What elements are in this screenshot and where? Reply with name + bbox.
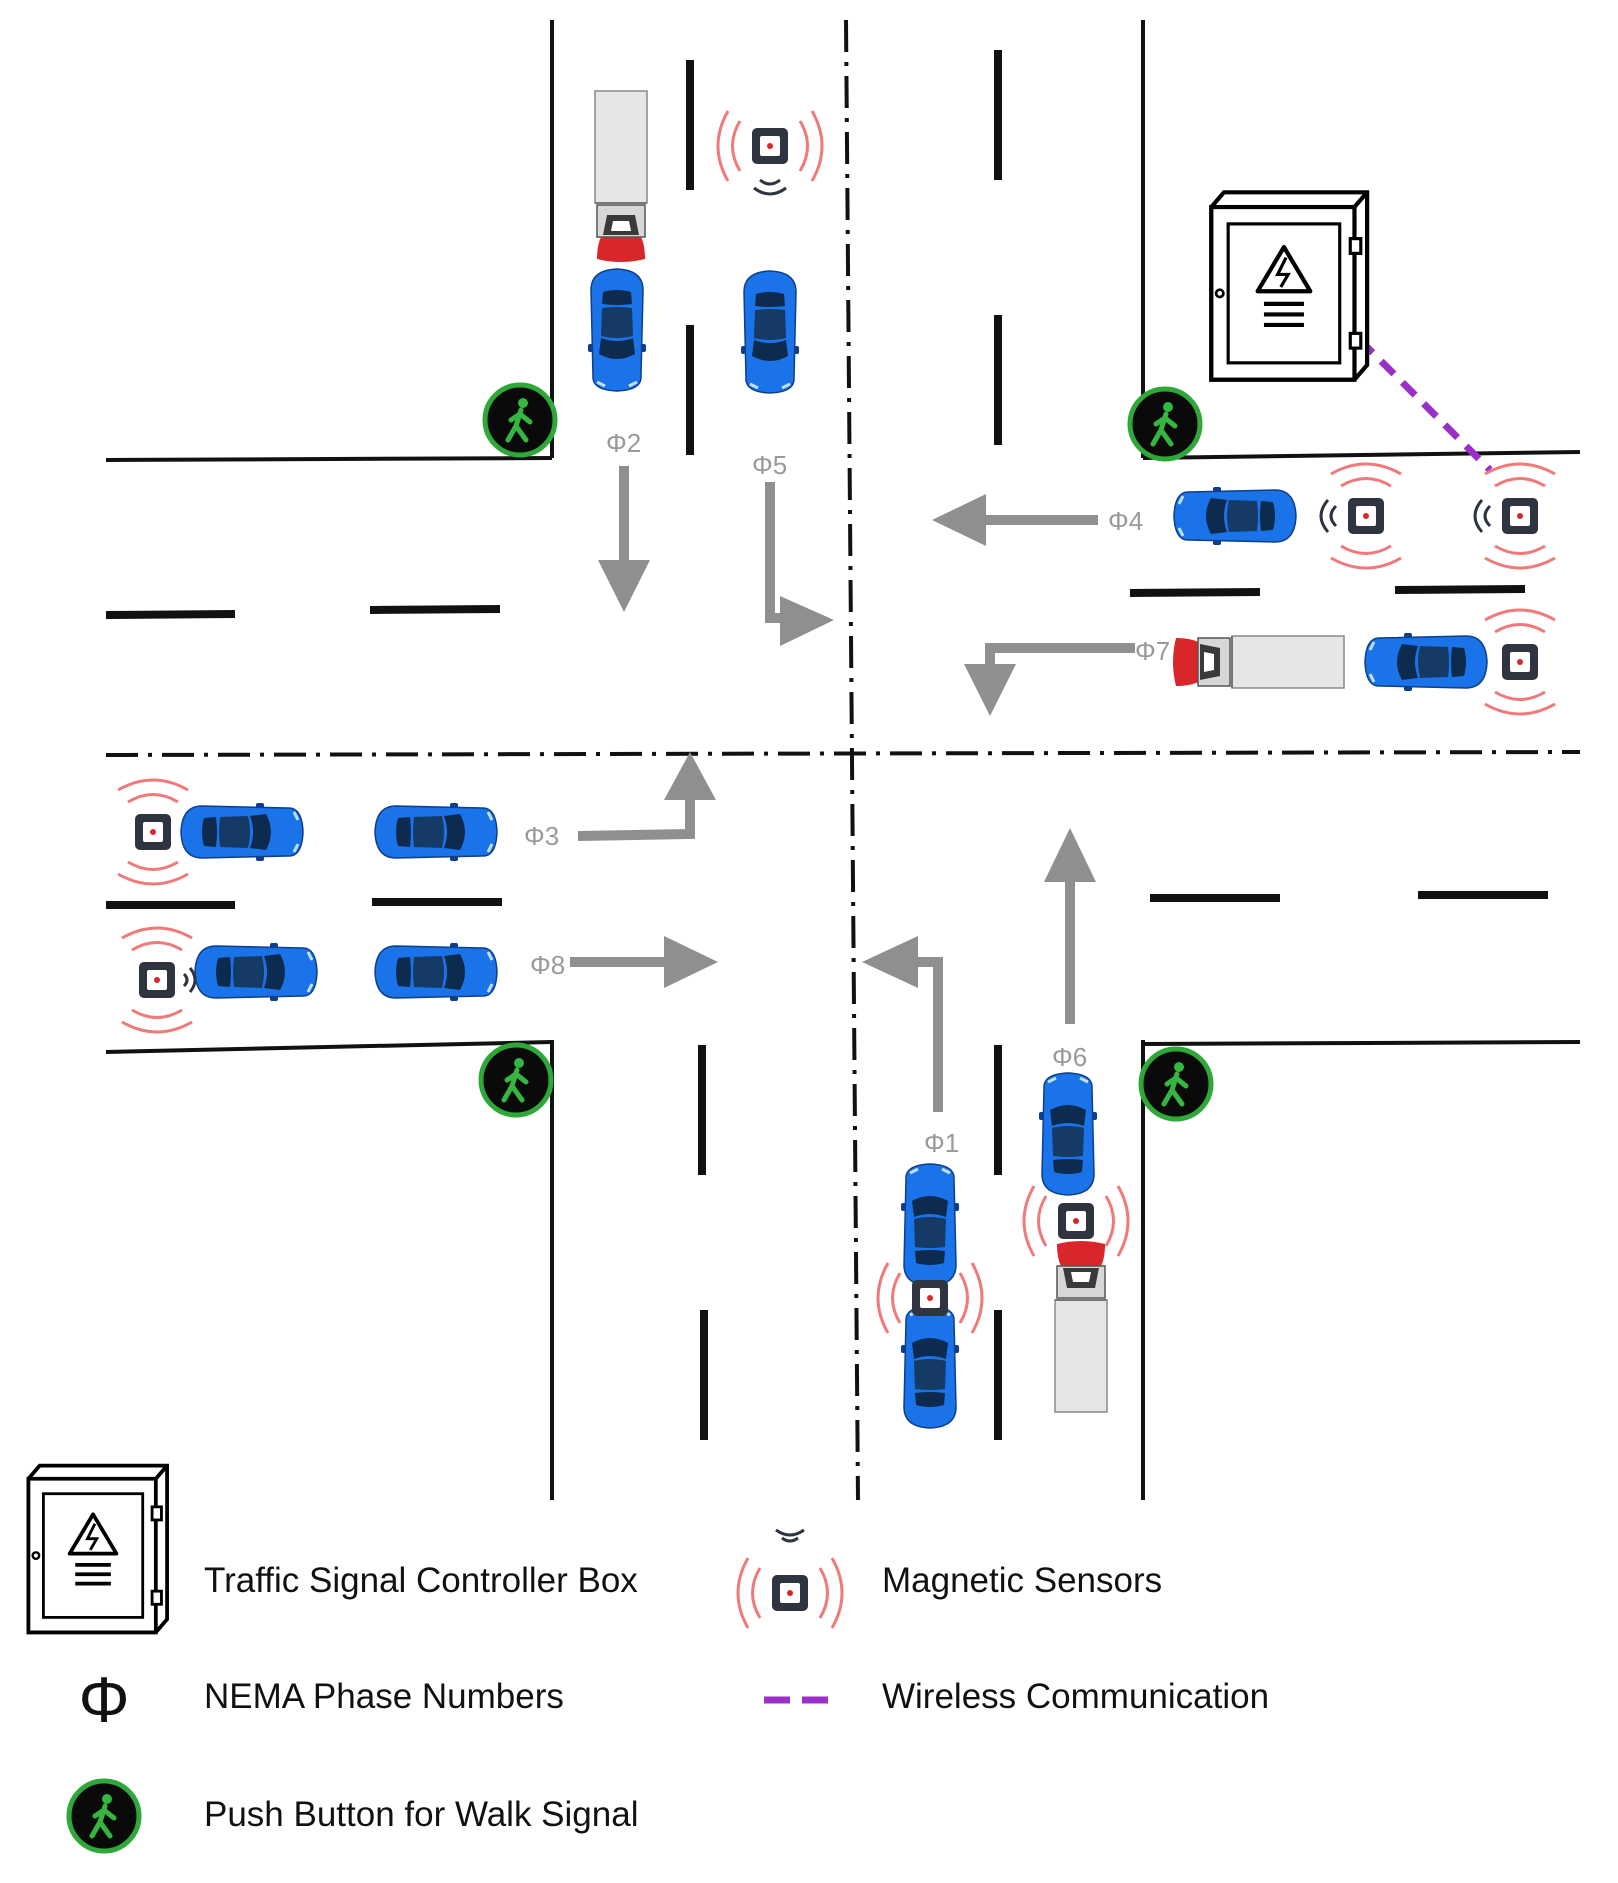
car-icon [1363, 631, 1489, 693]
phase-label-2: Φ2 [606, 428, 641, 458]
lane-dashes [105, 50, 1548, 1440]
car-icon [1037, 1071, 1099, 1197]
legend-nema-phase-label: NEMA Phase Numbers [204, 1677, 564, 1716]
magnetic-sensor-icon [120, 926, 194, 1034]
phase-label-4: Φ4 [1108, 506, 1143, 536]
truck-icon [594, 90, 648, 263]
walk-button-icon [1130, 389, 1200, 459]
legend: Traffic Signal Controller Box Magnetic S… [26, 1463, 1269, 1851]
road-edges [105, 20, 1581, 1500]
wifi-signal-icon [753, 178, 787, 196]
phase-label-8: Φ8 [530, 950, 565, 980]
controller-box-icon [26, 1463, 170, 1635]
magnetic-sensor-icon [1329, 462, 1403, 570]
wifi-signal-icon [1319, 499, 1492, 533]
walk-button-icon [69, 1781, 139, 1851]
magnetic-sensor-icon [716, 109, 824, 183]
legend-magnetic-sensors-label: Magnetic Sensors [882, 1561, 1162, 1600]
wifi-signal-icon [182, 967, 197, 993]
car-icon [373, 801, 499, 863]
magnetic-sensor-icon [116, 778, 190, 886]
magnetic-sensor-icon [736, 1528, 844, 1630]
wireless-link [1357, 337, 1493, 473]
truck-icon [1054, 1240, 1108, 1413]
phase-label-7: Φ7 [1135, 636, 1170, 666]
car-icon [899, 1162, 961, 1288]
controller-box-icon [1211, 192, 1367, 379]
magnetic-sensor-icon [1483, 462, 1557, 570]
walk-button-icon [1141, 1049, 1211, 1119]
walk-button-icon [481, 1045, 551, 1115]
center-lines [105, 19, 1581, 1501]
walk-button-icon [485, 385, 555, 455]
phase-label-1: Φ1 [924, 1128, 959, 1158]
car-icon [586, 267, 648, 393]
legend-wireless-label: Wireless Communication [882, 1677, 1269, 1716]
truck-icon [1172, 635, 1345, 689]
legend-push-button-label: Push Button for Walk Signal [204, 1795, 638, 1834]
phase-label-3: Φ3 [524, 821, 559, 851]
car-icon [899, 1304, 961, 1430]
car-icon [373, 941, 499, 1003]
legend-controller-box-label: Traffic Signal Controller Box [204, 1561, 638, 1600]
phase-label-6: Φ6 [1052, 1042, 1087, 1072]
phase-arrowheads [598, 494, 1096, 988]
car-icon [1172, 485, 1298, 547]
car-icon [739, 269, 801, 395]
magnetic-sensor-icon [1483, 608, 1557, 716]
car-icon [193, 941, 319, 1003]
car-icon [179, 801, 305, 863]
phase-label-5: Φ5 [752, 450, 787, 480]
phi-symbol-icon: Φ [78, 1664, 129, 1736]
